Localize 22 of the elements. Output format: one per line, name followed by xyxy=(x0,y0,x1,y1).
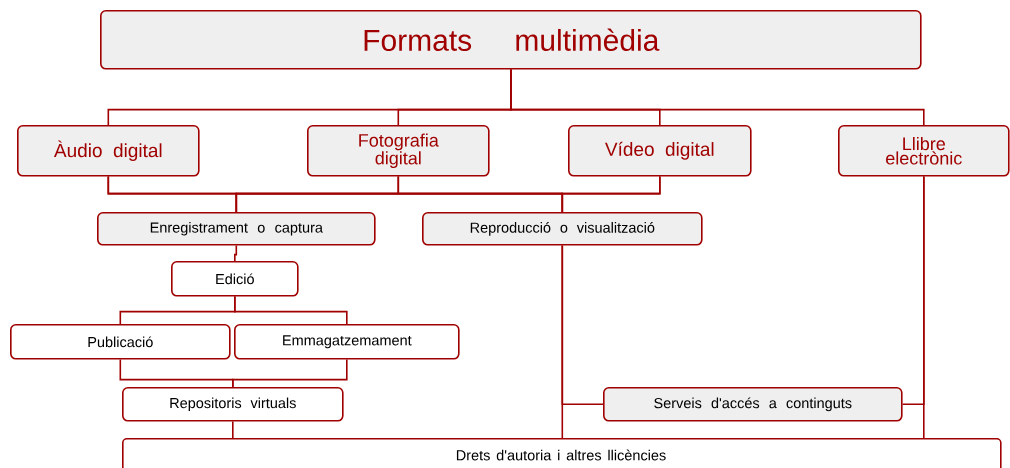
process-box: Àudio digital xyxy=(17,125,200,177)
process-box: Edició xyxy=(171,261,299,297)
process-box: Vídeo digital xyxy=(568,125,752,177)
node-label: Drets d'autoria i altres llicències xyxy=(456,449,666,461)
process-box: Reproducció o visualització xyxy=(422,212,703,246)
connector-line xyxy=(510,68,925,126)
process-box: Emmagatzemament xyxy=(234,324,460,360)
process-box: Enregistrament o captura xyxy=(97,212,376,246)
connector-line xyxy=(234,295,348,325)
title-box: Formats multimèdia xyxy=(100,10,922,70)
process-box: Llibre electrònic xyxy=(838,125,1010,177)
process-box: Serveis d'accés a continguts xyxy=(603,387,903,422)
connector-line xyxy=(232,420,234,439)
connector-line xyxy=(561,175,661,213)
process-box xyxy=(122,438,1002,468)
connector-line xyxy=(232,358,348,388)
connector-line xyxy=(234,244,238,262)
connector-line xyxy=(901,175,925,406)
process-box: Fotografia digital xyxy=(307,125,490,177)
connector-line xyxy=(561,244,604,406)
process-box: Repositoris virtuals xyxy=(122,387,344,422)
process-box: Publicació xyxy=(10,324,231,360)
